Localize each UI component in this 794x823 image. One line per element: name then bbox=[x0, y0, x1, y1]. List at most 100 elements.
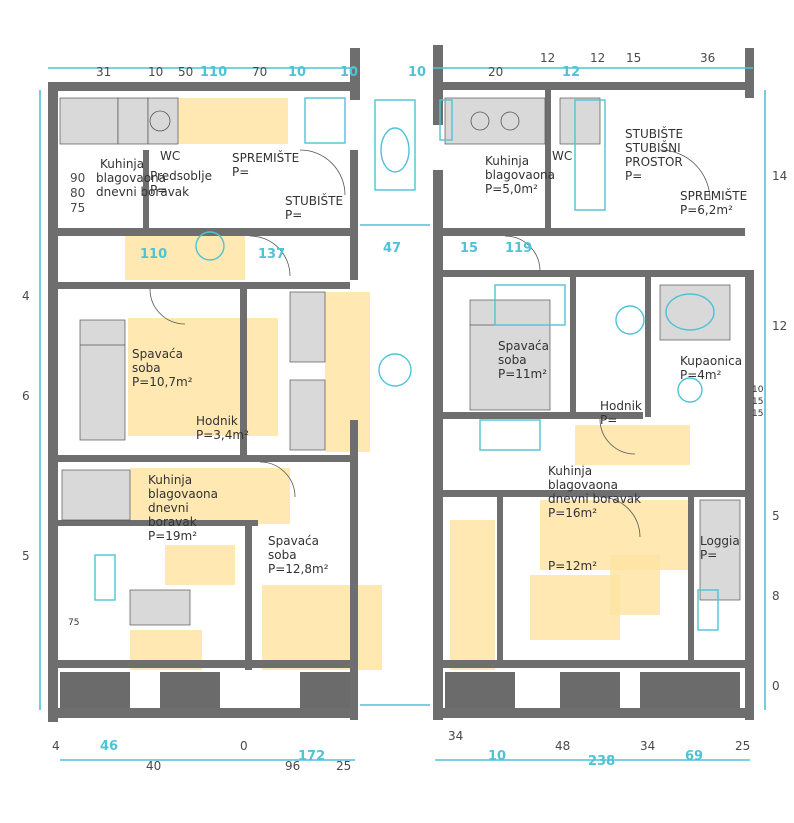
dim-label: 4 bbox=[52, 739, 60, 753]
svg-text:boravak: boravak bbox=[148, 515, 197, 529]
dim-label: 90 bbox=[70, 171, 85, 185]
svg-text:P=12,8m²: P=12,8m² bbox=[268, 562, 329, 576]
room-label-kitchen-left: Kuhinja blagovaona dnevni boravak bbox=[96, 157, 189, 199]
dim-label: 5 bbox=[22, 549, 30, 563]
svg-text:P=: P= bbox=[625, 169, 642, 183]
svg-text:soba: soba bbox=[268, 548, 297, 562]
svg-text:P=19m²: P=19m² bbox=[148, 529, 197, 543]
dim-label-accent: 47 bbox=[383, 241, 401, 256]
dim-label: 96 bbox=[285, 759, 300, 773]
room-label-hall-right: Hodnik P= bbox=[600, 399, 642, 427]
svg-text:blagovaona: blagovaona bbox=[485, 168, 555, 182]
dim-label: 12 bbox=[540, 51, 555, 65]
dim-label: 10 bbox=[752, 385, 764, 395]
svg-text:dnevni boravak: dnevni boravak bbox=[548, 492, 641, 506]
bed-left-1 bbox=[79, 319, 126, 441]
kitchen-counter-left bbox=[59, 97, 179, 145]
sofa-left bbox=[61, 469, 131, 521]
dim-label-accent: 10 bbox=[488, 749, 506, 764]
svg-text:SPREMIŠTE: SPREMIŠTE bbox=[232, 150, 299, 165]
dim-label: 15 bbox=[752, 397, 763, 407]
wardrobe-left bbox=[289, 291, 326, 451]
svg-text:P=: P= bbox=[150, 183, 167, 197]
svg-text:PROSTOR: PROSTOR bbox=[625, 155, 683, 169]
svg-text:STUBIŠTE: STUBIŠTE bbox=[625, 126, 683, 141]
balcony-slabs bbox=[60, 672, 740, 708]
svg-text:Kupaonica: Kupaonica bbox=[680, 354, 742, 368]
svg-text:Kuhinja: Kuhinja bbox=[548, 464, 592, 478]
room-label-kitchen-right: Kuhinja blagovaona P=5,0m² bbox=[485, 154, 555, 196]
dim-label-accent: 10 bbox=[408, 65, 426, 80]
bed-right-1 bbox=[469, 299, 551, 411]
room-label-stairs-left: STUBIŠTE P= bbox=[285, 193, 343, 222]
svg-text:Hodnik: Hodnik bbox=[196, 414, 238, 428]
svg-text:Kuhinja: Kuhinja bbox=[148, 473, 192, 487]
svg-text:Loggia: Loggia bbox=[700, 534, 740, 548]
dim-label: 0 bbox=[772, 679, 780, 693]
svg-text:Spavaća: Spavaća bbox=[268, 534, 319, 548]
dim-label: 40 bbox=[146, 759, 161, 773]
svg-text:dnevni boravak: dnevni boravak bbox=[96, 185, 189, 199]
dim-label-accent: 119 bbox=[505, 241, 532, 256]
svg-text:Spavaća: Spavaća bbox=[498, 339, 549, 353]
svg-text:Spavaća: Spavaća bbox=[132, 347, 183, 361]
door-swings bbox=[149, 149, 711, 538]
top-dimension-labels-right: 20 12 12 12 15 36 bbox=[488, 51, 715, 80]
dim-label-accent: 10 bbox=[340, 65, 358, 80]
dim-label: 12 bbox=[772, 319, 787, 333]
svg-text:STUBIŠNI: STUBIŠNI bbox=[625, 140, 681, 155]
svg-text:blagovaona: blagovaona bbox=[96, 171, 166, 185]
dim-label: 15 bbox=[752, 409, 763, 419]
dim-label-accent: 238 bbox=[588, 754, 615, 769]
svg-text:Hodnik: Hodnik bbox=[600, 399, 642, 413]
dim-label: 48 bbox=[555, 739, 570, 753]
svg-text:P=6,2m²: P=6,2m² bbox=[680, 203, 733, 217]
svg-text:Kuhinja: Kuhinja bbox=[100, 157, 144, 171]
svg-text:WC: WC bbox=[552, 149, 572, 163]
dim-label: 75 bbox=[68, 618, 79, 628]
dim-label-accent: 10 bbox=[288, 65, 306, 80]
top-dimension-labels-left: 31 10 50 110 70 10 10 10 bbox=[96, 65, 426, 80]
dim-label: 12 bbox=[590, 51, 605, 65]
svg-text:Kuhinja: Kuhinja bbox=[485, 154, 529, 168]
svg-text:P=5,0m²: P=5,0m² bbox=[485, 182, 538, 196]
dim-label-accent: 110 bbox=[140, 247, 167, 262]
accent-marks: 110 137 47 15 119 bbox=[140, 241, 532, 262]
dim-label: 15 bbox=[626, 51, 641, 65]
dim-label-accent: 46 bbox=[100, 739, 118, 754]
svg-text:P=16m²: P=16m² bbox=[548, 506, 597, 520]
room-label-wc-left: WC bbox=[160, 149, 180, 163]
room-label-hall-left: Hodnik P=3,4m² bbox=[196, 414, 249, 442]
svg-text:P=11m²: P=11m² bbox=[498, 367, 547, 381]
room-label-entry-left: Predsoblje P= bbox=[150, 169, 212, 197]
room-label-bedroom-left-2: Spavaća soba P=12,8m² bbox=[268, 534, 329, 576]
dim-label: 80 bbox=[70, 186, 85, 200]
svg-text:P=4m²: P=4m² bbox=[680, 368, 722, 382]
dim-label: 10 bbox=[148, 65, 163, 79]
room-label-living-left: Kuhinja blagovaona dnevni boravak P=19m² bbox=[148, 473, 218, 543]
dimension-lines bbox=[39, 67, 766, 761]
dim-label-accent: 110 bbox=[200, 65, 227, 80]
svg-text:blagovaona: blagovaona bbox=[148, 487, 218, 501]
room-label-loggia-right: Loggia P= bbox=[700, 534, 740, 562]
dim-label: 0 bbox=[240, 739, 248, 753]
kitchen-counter-right bbox=[444, 97, 601, 145]
dim-label: 20 bbox=[488, 65, 503, 79]
dim-label: 75 bbox=[70, 201, 85, 215]
room-label-bedroom-left-1: Spavaća soba P=10,7m² bbox=[132, 347, 193, 389]
left-dimension-labels: 90 80 75 4 6 5 75 bbox=[22, 171, 85, 628]
exterior-walls-left bbox=[48, 48, 360, 722]
dining-table-left bbox=[129, 589, 191, 626]
svg-text:STUBIŠTE: STUBIŠTE bbox=[285, 193, 343, 208]
bath-fixtures-right bbox=[659, 284, 741, 601]
svg-text:dnevni: dnevni bbox=[148, 501, 189, 515]
svg-text:WC: WC bbox=[160, 149, 180, 163]
dim-label: 34 bbox=[640, 739, 655, 753]
svg-text:P=3,4m²: P=3,4m² bbox=[196, 428, 249, 442]
dim-label: 4 bbox=[22, 289, 30, 303]
room-label-bath-right: Kupaonica P=4m² bbox=[680, 354, 742, 382]
svg-text:P=10,7m²: P=10,7m² bbox=[132, 375, 193, 389]
dim-label: 70 bbox=[252, 65, 267, 79]
svg-text:P=: P= bbox=[232, 165, 249, 179]
